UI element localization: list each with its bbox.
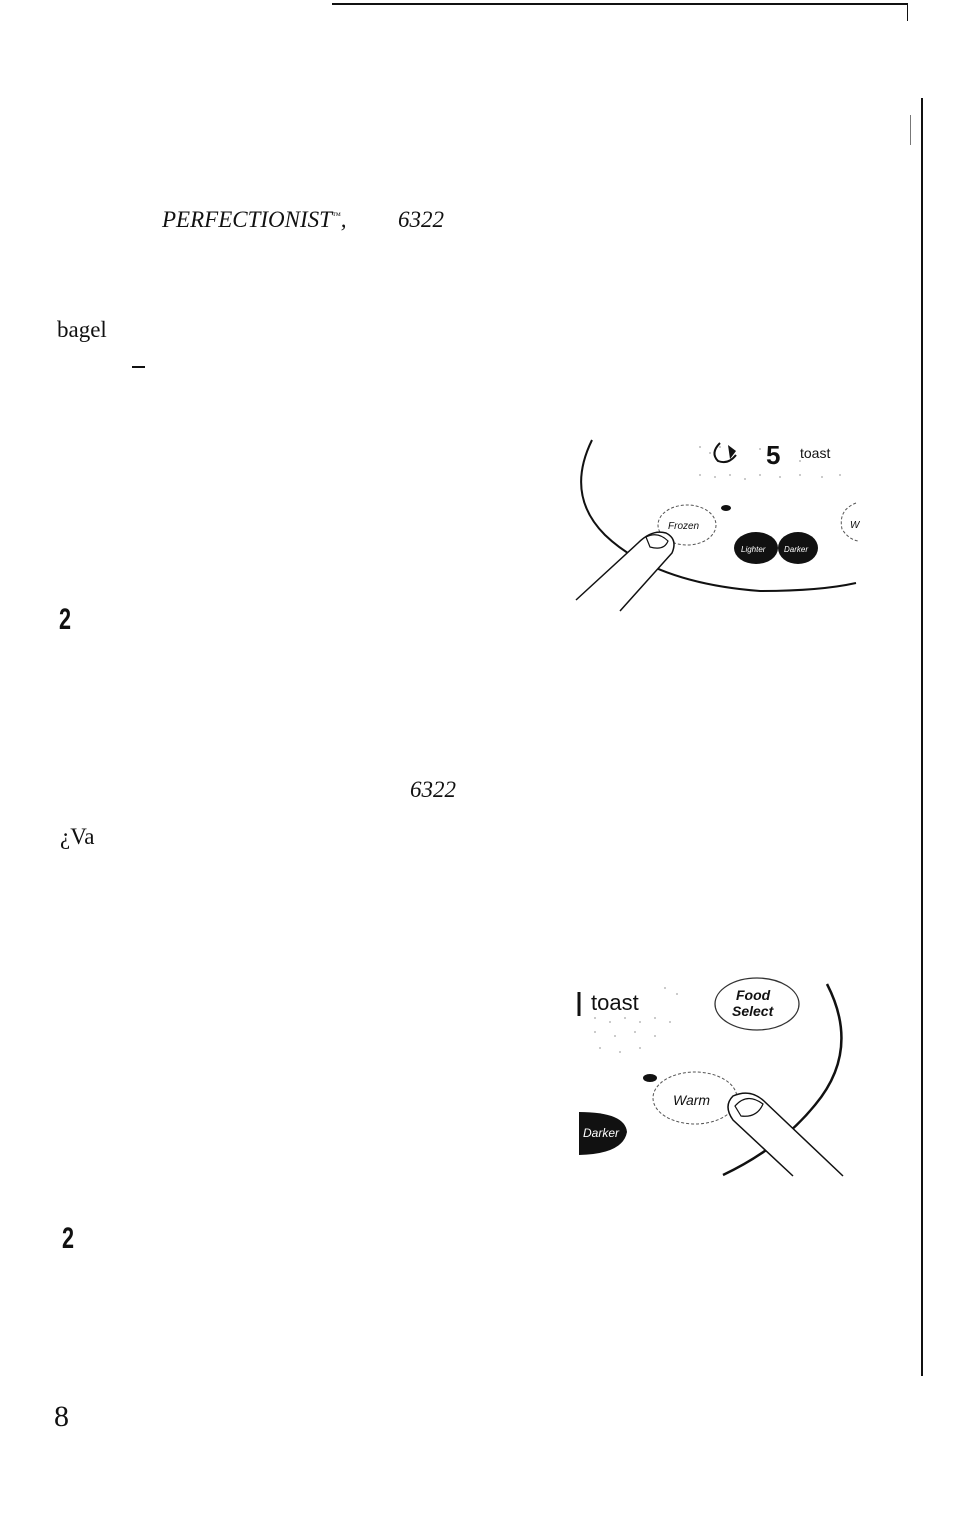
fingernail-shape [734, 1097, 764, 1117]
food-select-label-line2: Select [732, 1003, 775, 1019]
display-digit: 5 [766, 440, 780, 470]
top-right-tick [907, 3, 908, 21]
food-select-label-line1: Food [736, 987, 771, 1003]
darker-button-label: Darker [583, 1126, 620, 1140]
perfectionist-text: PERFECTIONIST™, [162, 208, 347, 231]
partial-warm-button [840, 502, 859, 542]
fingernail-shape [645, 534, 669, 549]
frozen-button[interactable] [657, 504, 717, 546]
food-select-button[interactable] [714, 977, 800, 1031]
warm-indicator-light [643, 1074, 657, 1082]
page-number: 8 [54, 1400, 69, 1433]
partial-button-label: W [850, 520, 860, 531]
dash-mark [132, 366, 145, 368]
right-margin-tick [910, 115, 911, 145]
timer-icon [713, 442, 737, 464]
warm-button-label: Warm [673, 1092, 710, 1108]
right-margin-rule [921, 98, 923, 1376]
finger-shape [727, 1092, 844, 1177]
lighter-button-label: Lighter [741, 545, 766, 554]
darker-button-label: Darker [784, 545, 808, 554]
step-number-a: 2 [59, 603, 72, 636]
finger-shape [575, 531, 675, 612]
perfectionist-word: PERFECTIONIST [162, 207, 332, 232]
frozen-button-illustration: 5 toast Frozen Lighter Darker W [575, 439, 860, 612]
model-number-1: 6322 [398, 207, 444, 232]
display-word-toast: toast [591, 990, 639, 1015]
model-number-2: 6322 [410, 777, 456, 802]
darker-button[interactable] [778, 532, 818, 564]
panel-outline [722, 983, 843, 1177]
trademark-mark: ™ [331, 210, 341, 221]
comma-mark: , [340, 207, 347, 232]
va-text: ¿Va [60, 824, 95, 849]
display-word-toast: toast [800, 445, 830, 461]
warm-button-illustration: toast Food Select Warm Darker [577, 977, 844, 1177]
display-dot-pattern [594, 987, 678, 1053]
bagel-text: bagel [57, 317, 107, 342]
frozen-button-label: Frozen [668, 521, 700, 532]
display-dot-pattern [699, 446, 841, 480]
panel-outline [580, 439, 857, 593]
top-rule [332, 3, 908, 5]
lighter-button[interactable] [734, 532, 778, 564]
darker-button[interactable] [579, 1112, 627, 1155]
step-number-b: 2 [62, 1222, 75, 1255]
frozen-indicator-light [721, 505, 731, 511]
